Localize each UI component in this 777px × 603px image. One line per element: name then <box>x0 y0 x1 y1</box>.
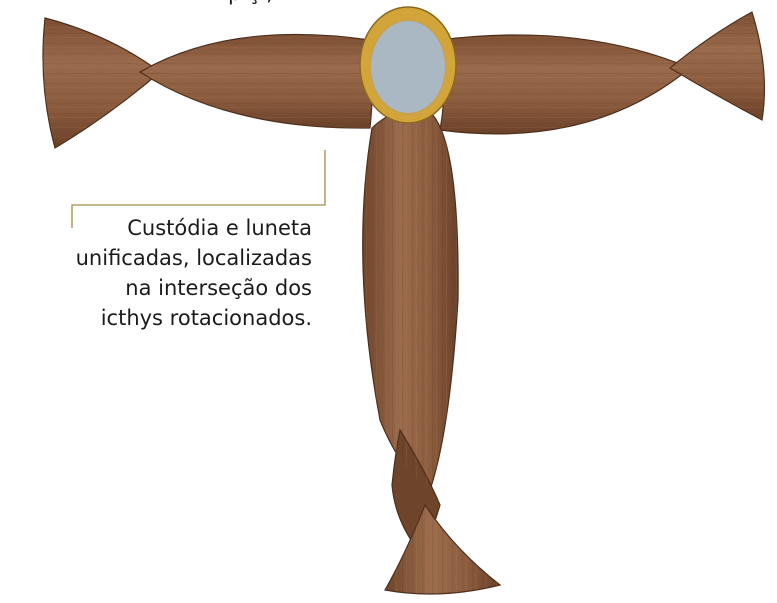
left-arm <box>42 17 374 149</box>
top-text-fragment: p ç , <box>228 0 368 8</box>
callout-leader-line <box>71 150 326 228</box>
callout-line-2: unificadas, localizadas <box>75 246 312 270</box>
callout-text: Custódia e luneta unificadas, localizada… <box>0 213 312 333</box>
luneta-glass <box>369 19 447 115</box>
right-arm <box>439 11 766 135</box>
callout-line-3: na interseção dos <box>125 276 312 300</box>
callout-line-1: Custódia e luneta <box>127 216 312 240</box>
vertical-body <box>362 109 502 595</box>
callout-line-4: icthys rotacionados. <box>100 306 312 330</box>
luneta <box>359 6 457 124</box>
